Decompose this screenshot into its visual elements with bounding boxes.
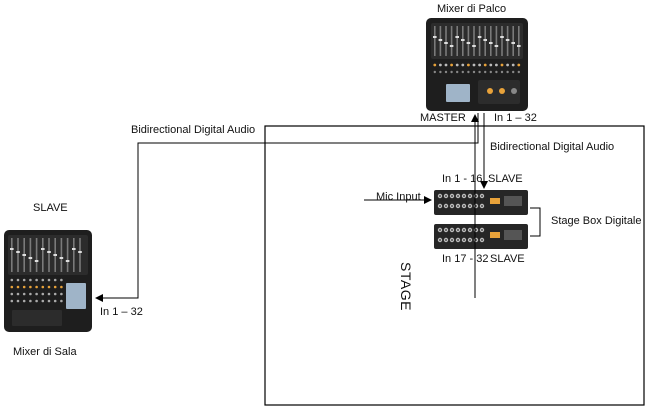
stage-area [264,125,645,406]
slave-left-label: SLAVE [33,202,68,214]
stage-box-bottom-icon [434,224,528,249]
mixer-palco-label: Mixer di Palco [437,3,507,15]
master-input-label: In 1 – 32 [494,112,537,124]
stagebox-top-slave-label: SLAVE [488,173,523,185]
stagebox-bottom-slave-label: SLAVE [490,253,525,265]
mic-input-label: Mic Input [376,191,421,203]
stagebox-bottom-input-label: In 17 - 32 [442,253,489,265]
stage-label: STAGE [398,262,414,311]
stage-box-top-icon [434,190,528,215]
link-stagebox-chain [530,207,541,237]
link-master-to-sala [95,113,479,302]
stage-box-label: Stage Box Digitale [551,215,642,227]
stagebox-top-input-label: In 1 - 16 [442,173,483,185]
bidirectional-audio-right-label: Bidirectional Digital Audio [490,141,615,153]
mixer-palco-icon [426,18,528,111]
sala-input-label: In 1 – 32 [100,306,143,318]
bidirectional-audio-top-label: Bidirectional Digital Audio [131,124,256,136]
mixer-sala-label: Mixer di Sala [13,346,77,358]
master-label: MASTER [420,112,466,124]
mixer-sala-icon [4,230,92,332]
